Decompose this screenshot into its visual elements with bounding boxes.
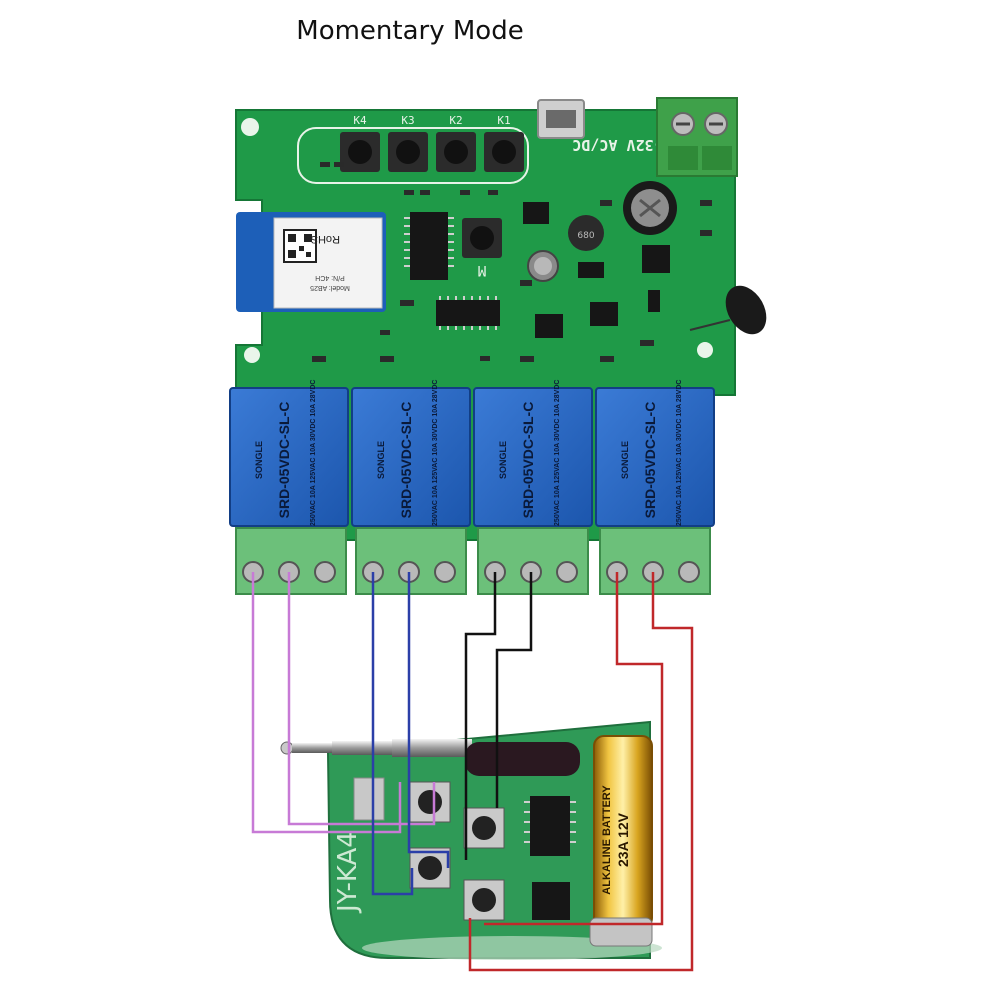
module-model: Model: AB25 bbox=[310, 284, 350, 291]
relay-2-ratings: 10A 250VAC 10A 125VAC 10A 30VDC 10A 28VD… bbox=[432, 380, 439, 541]
crystal bbox=[353, 777, 385, 821]
relay-board: K4 K3 K2 K1 7-32V AC/DC 680 bbox=[229, 97, 767, 595]
ic-chip bbox=[590, 302, 618, 326]
button-label-k4: K4 bbox=[353, 114, 367, 127]
relay-1-model: SRD-05VDC-SL-C bbox=[276, 402, 292, 519]
relay-1: SRD-05VDC-SL-C SONGLE 10A 250VAC 10A 125… bbox=[229, 380, 349, 541]
button-k2[interactable] bbox=[436, 132, 476, 172]
telescopic-antenna bbox=[280, 739, 472, 757]
relay-3-model: SRD-05VDC-SL-C bbox=[520, 402, 536, 519]
rohs-label: RoHS bbox=[311, 233, 340, 245]
wire-relay-1-b bbox=[287, 572, 436, 826]
relay-1-brand: SONGLE bbox=[254, 441, 264, 479]
button-k3[interactable] bbox=[388, 132, 428, 172]
battery-brand: ALKALINE BATTERY bbox=[601, 785, 613, 895]
remote-button-c[interactable] bbox=[409, 847, 451, 889]
remote-model-label: JY-KA4 bbox=[333, 831, 363, 914]
relay-4-brand: SONGLE bbox=[620, 441, 630, 479]
ic-chip bbox=[404, 212, 454, 280]
wire-relay-1 bbox=[251, 572, 402, 834]
wire-relay-4-b bbox=[468, 572, 694, 972]
wire-relay-4 bbox=[484, 572, 664, 926]
relay-2-brand: SONGLE bbox=[376, 441, 386, 479]
mount-hole bbox=[244, 347, 260, 363]
mode-button-label: M bbox=[478, 262, 486, 278]
relay-3: SRD-05VDC-SL-C SONGLE 10A 250VAC 10A 125… bbox=[473, 380, 593, 541]
button-k4[interactable] bbox=[340, 132, 380, 172]
power-terminal bbox=[656, 97, 738, 177]
inductor bbox=[568, 215, 604, 251]
terminal-block-1 bbox=[235, 527, 347, 595]
wire-relay-2-b bbox=[407, 572, 450, 868]
ic-chip bbox=[642, 245, 670, 273]
remote-button-b[interactable] bbox=[463, 807, 505, 849]
wifi-module: RoHS Model: AB25 P/N: 4CH bbox=[236, 212, 386, 312]
mount-hole bbox=[697, 342, 713, 358]
terminal-block-4 bbox=[599, 527, 711, 595]
power-label: 7-32V AC/DC bbox=[572, 136, 671, 154]
wire-relay-2 bbox=[371, 572, 414, 896]
remote-button-d[interactable] bbox=[463, 879, 505, 921]
button-label-k1: K1 bbox=[497, 114, 510, 127]
relay-2: SRD-05VDC-SL-C SONGLE 10A 250VAC 10A 125… bbox=[351, 380, 471, 541]
remote-button-a[interactable] bbox=[409, 781, 451, 823]
regulator bbox=[523, 202, 549, 224]
ic-chip bbox=[436, 300, 500, 326]
wire-relay-3 bbox=[464, 572, 497, 860]
module-pn: P/N: 4CH bbox=[315, 274, 345, 281]
ic-chip bbox=[532, 882, 570, 920]
button-label-k3: K3 bbox=[401, 114, 414, 127]
battery-spec: 23A 12V bbox=[615, 812, 631, 867]
diagram-title: Momentary Mode bbox=[296, 16, 524, 46]
relay-3-brand: SONGLE bbox=[498, 441, 508, 479]
svg-text:680: 680 bbox=[577, 231, 594, 241]
relay-4: SRD-05VDC-SL-C SONGLE 10A 250VAC 10A 125… bbox=[595, 380, 715, 541]
relay-4-ratings: 10A 250VAC 10A 125VAC 10A 30VDC 10A 28VD… bbox=[676, 380, 683, 541]
relay-2-model: SRD-05VDC-SL-C bbox=[398, 402, 414, 519]
coil bbox=[465, 742, 580, 776]
relay-1-ratings: 10A 250VAC 10A 125VAC 10A 30VDC 10A 28VD… bbox=[310, 380, 317, 541]
encoder-ic bbox=[530, 796, 570, 856]
battery: ALKALINE BATTERY 23A 12V bbox=[589, 735, 653, 947]
wires bbox=[251, 572, 694, 972]
button-label-k2: K2 bbox=[449, 114, 462, 127]
mount-hole bbox=[241, 118, 259, 136]
relay-4-model: SRD-05VDC-SL-C bbox=[642, 402, 658, 519]
terminal-block-3 bbox=[477, 527, 589, 595]
relay-3-ratings: 10A 250VAC 10A 125VAC 10A 30VDC 10A 28VD… bbox=[554, 380, 561, 541]
button-k1[interactable] bbox=[484, 132, 524, 172]
mode-button[interactable] bbox=[462, 218, 502, 258]
wire-relay-3-b bbox=[495, 572, 533, 808]
antenna-coil bbox=[689, 285, 767, 335]
ic-chip bbox=[535, 314, 563, 338]
